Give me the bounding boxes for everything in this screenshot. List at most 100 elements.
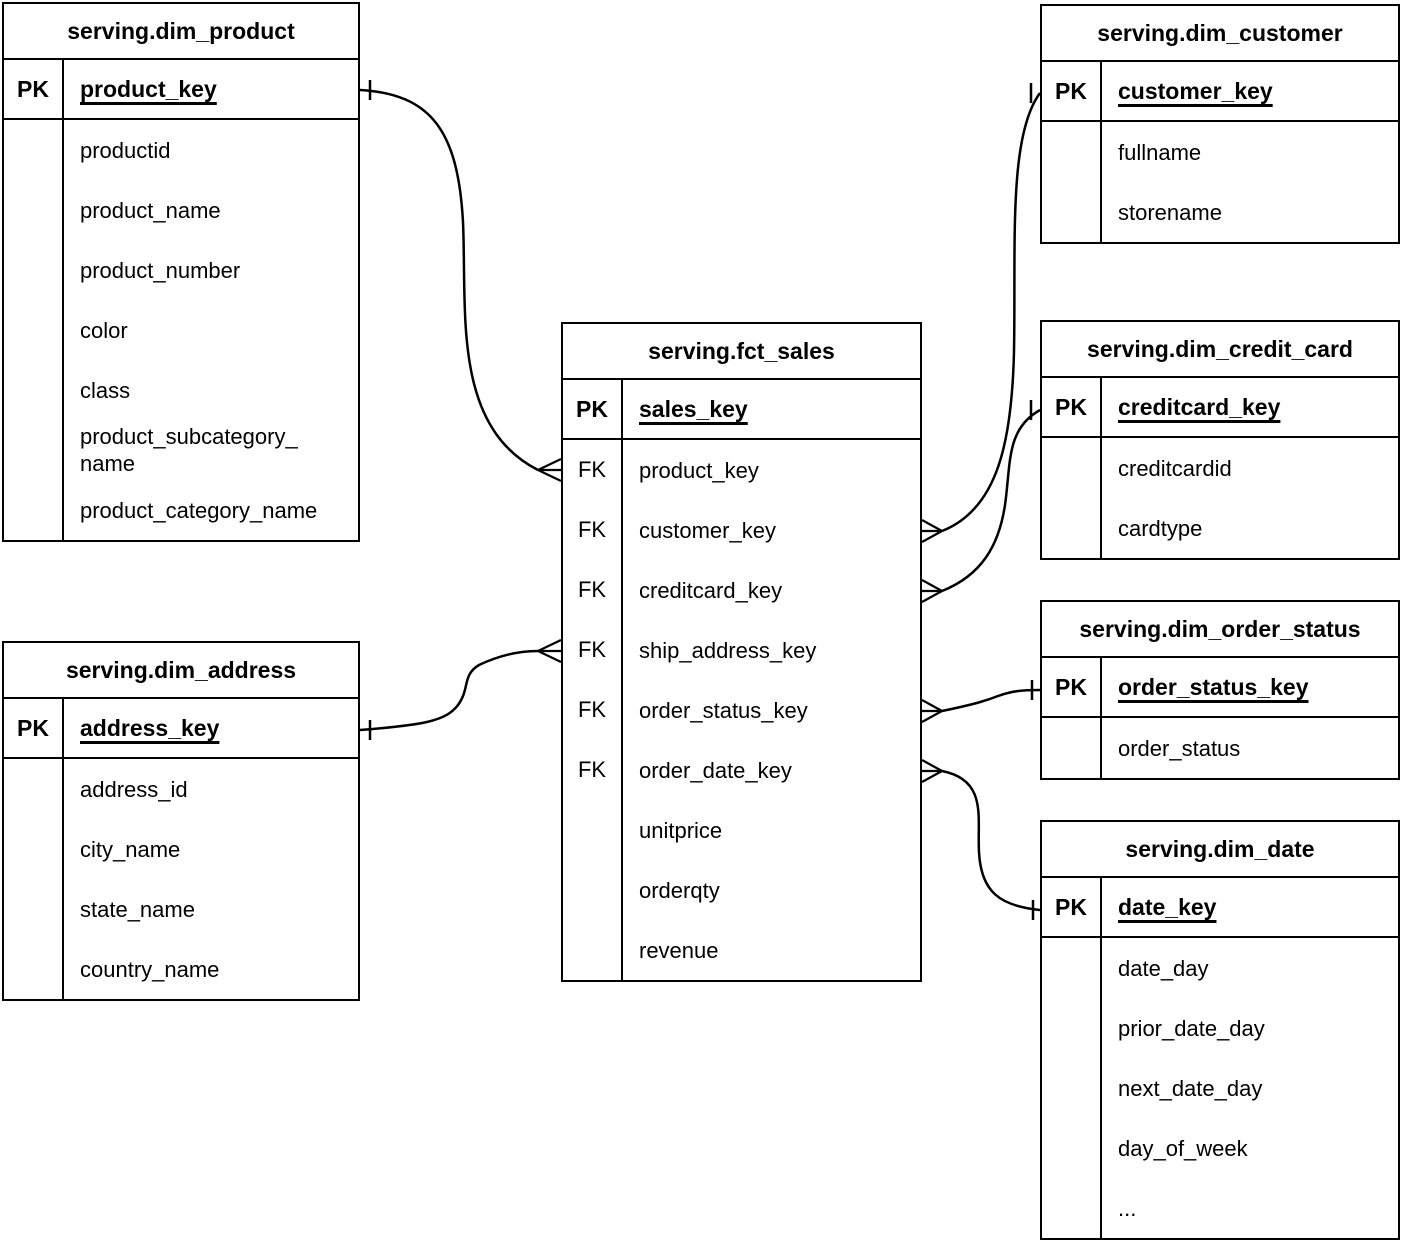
field-row: productid — [4, 120, 358, 180]
field-name: creditcard_key — [639, 577, 783, 603]
field-name: day_of_week — [1118, 1135, 1248, 1161]
table-title: serving.dim_product — [4, 4, 358, 60]
pk-field-name: product_key — [80, 75, 217, 102]
table-title: serving.dim_order_status — [1042, 602, 1398, 658]
field-row: storename — [1042, 182, 1398, 242]
key-badge — [1042, 182, 1102, 242]
pk-field-name: customer_key — [1118, 77, 1273, 104]
primary-key-row: PK customer_key — [1042, 62, 1398, 122]
key-badge — [1042, 718, 1102, 778]
primary-key-row: PK creditcard_key — [1042, 378, 1398, 438]
pk-field-name: date_key — [1118, 893, 1217, 920]
field-name: order_status_key — [639, 697, 808, 723]
primary-key-row: PK sales_key — [563, 380, 920, 440]
table-title: serving.dim_date — [1042, 822, 1398, 878]
pk-badge: PK — [1042, 658, 1102, 716]
crow-foot-many-icon — [537, 457, 562, 483]
key-badge — [4, 240, 64, 300]
field-name: unitprice — [639, 817, 723, 843]
key-badge — [1042, 498, 1102, 558]
crow-foot-many-icon — [921, 519, 943, 543]
field-name: prior_date_day — [1118, 1015, 1265, 1041]
fk-badge: FK — [563, 560, 623, 620]
key-badge — [4, 120, 64, 180]
pk-badge: PK — [1042, 62, 1102, 120]
field-row: unitprice — [563, 800, 920, 860]
key-badge — [1042, 1058, 1102, 1118]
field-name: fullname — [1118, 139, 1202, 165]
key-badge — [4, 939, 64, 999]
pk-badge: PK — [563, 380, 623, 438]
field-row: product_number — [4, 240, 358, 300]
field-name: order_status — [1118, 735, 1241, 761]
field-row: FK order_status_key — [563, 680, 920, 740]
field-row: city_name — [4, 819, 358, 879]
table-title: serving.dim_address — [4, 643, 358, 699]
field-name: product_number — [80, 257, 241, 283]
field-row: country_name — [4, 939, 358, 999]
fk-badge: FK — [563, 680, 623, 740]
relationship-fct-sales-dim-product — [359, 80, 562, 483]
table-dim-customer: serving.dim_customer PK customer_key ful… — [1040, 4, 1400, 244]
table-dim-order-status: serving.dim_order_status PK order_status… — [1040, 600, 1400, 780]
relationship-line — [941, 92, 1042, 533]
field-name: cardtype — [1118, 515, 1203, 541]
field-row: date_day — [1042, 938, 1398, 998]
key-badge — [4, 420, 64, 480]
key-badge — [563, 800, 623, 860]
key-badge — [1042, 938, 1102, 998]
field-row: fullname — [1042, 122, 1398, 182]
primary-key-row: PK order_status_key — [1042, 658, 1398, 718]
fk-badge: FK — [563, 440, 623, 500]
key-badge — [4, 759, 64, 819]
key-badge — [4, 300, 64, 360]
pk-field-name: creditcard_key — [1118, 393, 1281, 420]
field-name: product_subcategory_ name — [80, 424, 298, 476]
crow-foot-many-icon — [921, 759, 943, 783]
fk-badge: FK — [563, 500, 623, 560]
field-name: creditcardid — [1118, 455, 1232, 481]
field-row: next_date_day — [1042, 1058, 1398, 1118]
pk-badge: PK — [1042, 878, 1102, 936]
field-row: FK product_key — [563, 440, 920, 500]
field-row: ... — [1042, 1178, 1398, 1238]
field-row: prior_date_day — [1042, 998, 1398, 1058]
field-name: productid — [80, 137, 171, 163]
key-badge — [1042, 1118, 1102, 1178]
field-row: order_status — [1042, 718, 1398, 778]
field-row: address_id — [4, 759, 358, 819]
field-row: FK customer_key — [563, 500, 920, 560]
pk-field-name: address_key — [80, 714, 220, 741]
field-row: day_of_week — [1042, 1118, 1398, 1178]
table-fct-sales: serving.fct_sales PK sales_key FK produc… — [561, 322, 922, 982]
relationship-line — [941, 408, 1041, 593]
key-badge — [563, 860, 623, 920]
crow-foot-many-icon — [921, 579, 943, 603]
field-name: product_category_name — [80, 497, 318, 523]
table-dim-date: serving.dim_date PK date_key date_day pr… — [1040, 820, 1400, 1240]
key-badge — [1042, 122, 1102, 182]
field-name: product_name — [80, 197, 221, 223]
field-name: revenue — [639, 937, 719, 963]
primary-key-row: PK product_key — [4, 60, 358, 120]
field-name: order_date_key — [639, 757, 792, 783]
field-name: storename — [1118, 199, 1222, 225]
field-row: FK creditcard_key — [563, 560, 920, 620]
field-row: state_name — [4, 879, 358, 939]
table-dim-product: serving.dim_product PK product_key produ… — [2, 2, 360, 542]
crow-foot-many-icon — [537, 638, 562, 664]
relationship-line — [359, 88, 539, 472]
field-row: product_name — [4, 180, 358, 240]
primary-key-row: PK date_key — [1042, 878, 1398, 938]
relationship-line — [941, 688, 1041, 713]
field-name: product_key — [639, 457, 759, 483]
pk-badge: PK — [4, 699, 64, 757]
key-badge — [4, 480, 64, 540]
table-title: serving.fct_sales — [563, 324, 920, 380]
field-name: country_name — [80, 956, 220, 982]
pk-field-name: order_status_key — [1118, 673, 1309, 700]
relationship-line — [941, 769, 1041, 912]
pk-badge: PK — [1042, 378, 1102, 436]
